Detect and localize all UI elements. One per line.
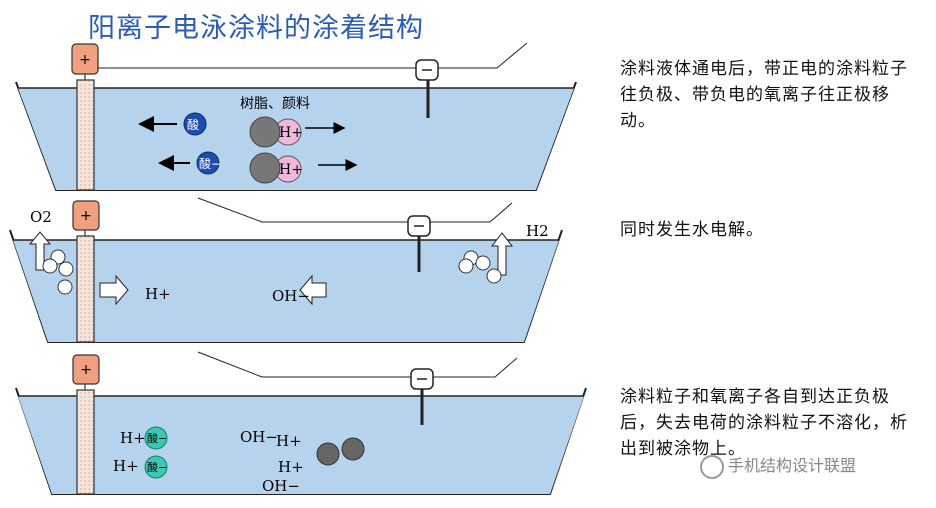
h-plus-label: H+ <box>279 125 303 141</box>
deposited-particle <box>341 437 365 461</box>
anode-2-plus: + <box>80 208 92 224</box>
anode-2-terminal <box>72 200 100 231</box>
h-plus-label: H+ <box>279 162 303 178</box>
resin-particle <box>249 152 281 184</box>
deposited-particle <box>316 442 340 466</box>
acid-minus-label: 酸− <box>147 460 167 474</box>
caption-2: 同时发生水电解。 <box>620 220 764 240</box>
acid-ion-teal <box>144 455 168 479</box>
acid-label: 酸 <box>187 117 199 132</box>
h-plus-label: H+ <box>145 285 171 303</box>
acid-ion <box>183 112 207 136</box>
caption-3: 涂料粒子和氧离子各自到达正负极后，失去电荷的涂料粒子不溶化，析出到被涂物上。 <box>620 387 908 459</box>
oh-minus-label: OH− <box>240 428 278 446</box>
anode-3-plus: + <box>80 362 92 378</box>
panel-1 <box>15 42 577 191</box>
oh-minus-arrow <box>299 274 327 306</box>
h-plus-arrow <box>99 274 129 306</box>
anode-2-plate <box>76 235 95 343</box>
wechat-logo-icon <box>700 454 724 479</box>
o2-label: O2 <box>30 208 52 226</box>
watermark: 手机结构设计联盟 <box>700 452 856 479</box>
wire-1 <box>97 58 416 69</box>
resin-label: 树脂、颜料 <box>240 96 310 112</box>
panel-2 <box>9 197 563 343</box>
diagram-title: 阳离子电泳涂料的涂着结构 <box>88 13 424 44</box>
tank-2-water <box>13 240 559 342</box>
h2-label: H2 <box>526 222 549 240</box>
anode-1-plus: + <box>79 52 91 68</box>
acid-ion <box>196 151 220 175</box>
acid-minus-label: 酸− <box>147 431 167 445</box>
acid-minus-label: 酸− <box>199 156 221 171</box>
h-plus-label: H+ <box>113 457 139 475</box>
h-plus-label: H+ <box>120 429 146 447</box>
h-plus-label: H+ <box>278 458 304 476</box>
oh-minus-label: OH− <box>272 287 310 305</box>
resin-particle <box>249 116 281 148</box>
oh-minus-label: OH− <box>262 477 300 495</box>
h-plus-label: H+ <box>276 432 302 450</box>
watermark-text: 手机结构设计联盟 <box>728 456 857 475</box>
acid-ion-teal <box>144 426 168 450</box>
panel-3 <box>15 351 587 495</box>
anode-1-plate <box>76 79 95 191</box>
caption-1: 涂料液体通电后，带正电的涂料粒子往负极、带负电的氧离子往正极移动。 <box>620 59 908 131</box>
anode-3-terminal <box>72 354 100 385</box>
anode-3-plate <box>76 389 95 495</box>
h2-up-arrow <box>490 232 514 276</box>
